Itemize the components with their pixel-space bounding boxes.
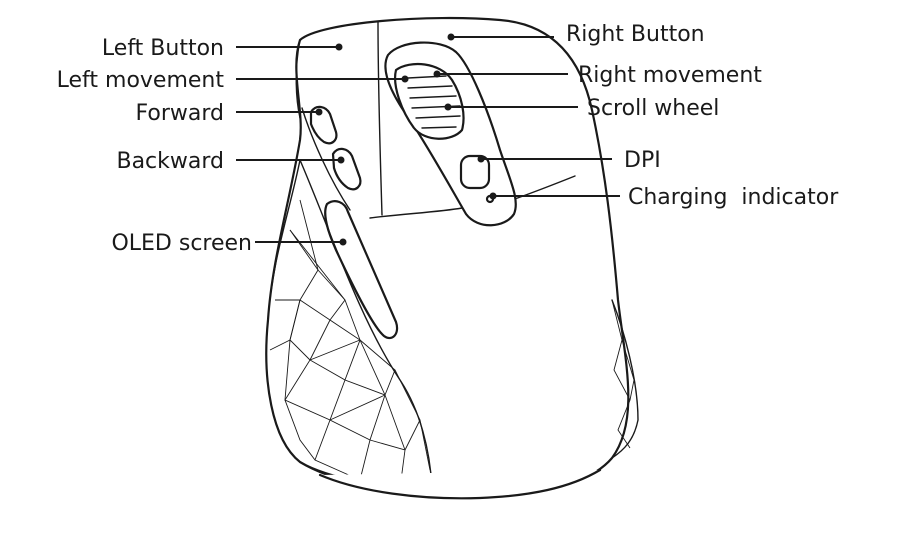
button-seam [377,21,383,216]
label-left-movement: Left movement [57,68,225,93]
callouts [236,33,620,246]
label-right-movement: Right movement [578,63,762,88]
dpi-button [459,154,491,190]
label-dpi: DPI [624,148,661,173]
labels: Left Button Left movement Forward Backwa… [57,22,840,256]
base-edge [318,468,602,500]
mouse-illustration [265,16,639,500]
forward-button [309,105,338,145]
label-scroll-wheel: Scroll wheel [587,96,719,121]
scroll-wheel-assembly [394,63,465,140]
label-forward: Forward [136,101,224,126]
label-right-button: Right Button [566,22,705,47]
label-backward: Backward [116,149,224,174]
label-oled-screen: OLED screen [111,231,252,256]
scroll-wheel [394,63,465,140]
label-left-button: Left Button [102,36,224,61]
left-button-edge [369,207,463,219]
label-charging-indicator: Charging indicator [628,185,839,210]
left-grip-mesh [265,159,433,489]
right-grip-mesh [611,299,639,459]
right-button-edge [511,175,576,201]
